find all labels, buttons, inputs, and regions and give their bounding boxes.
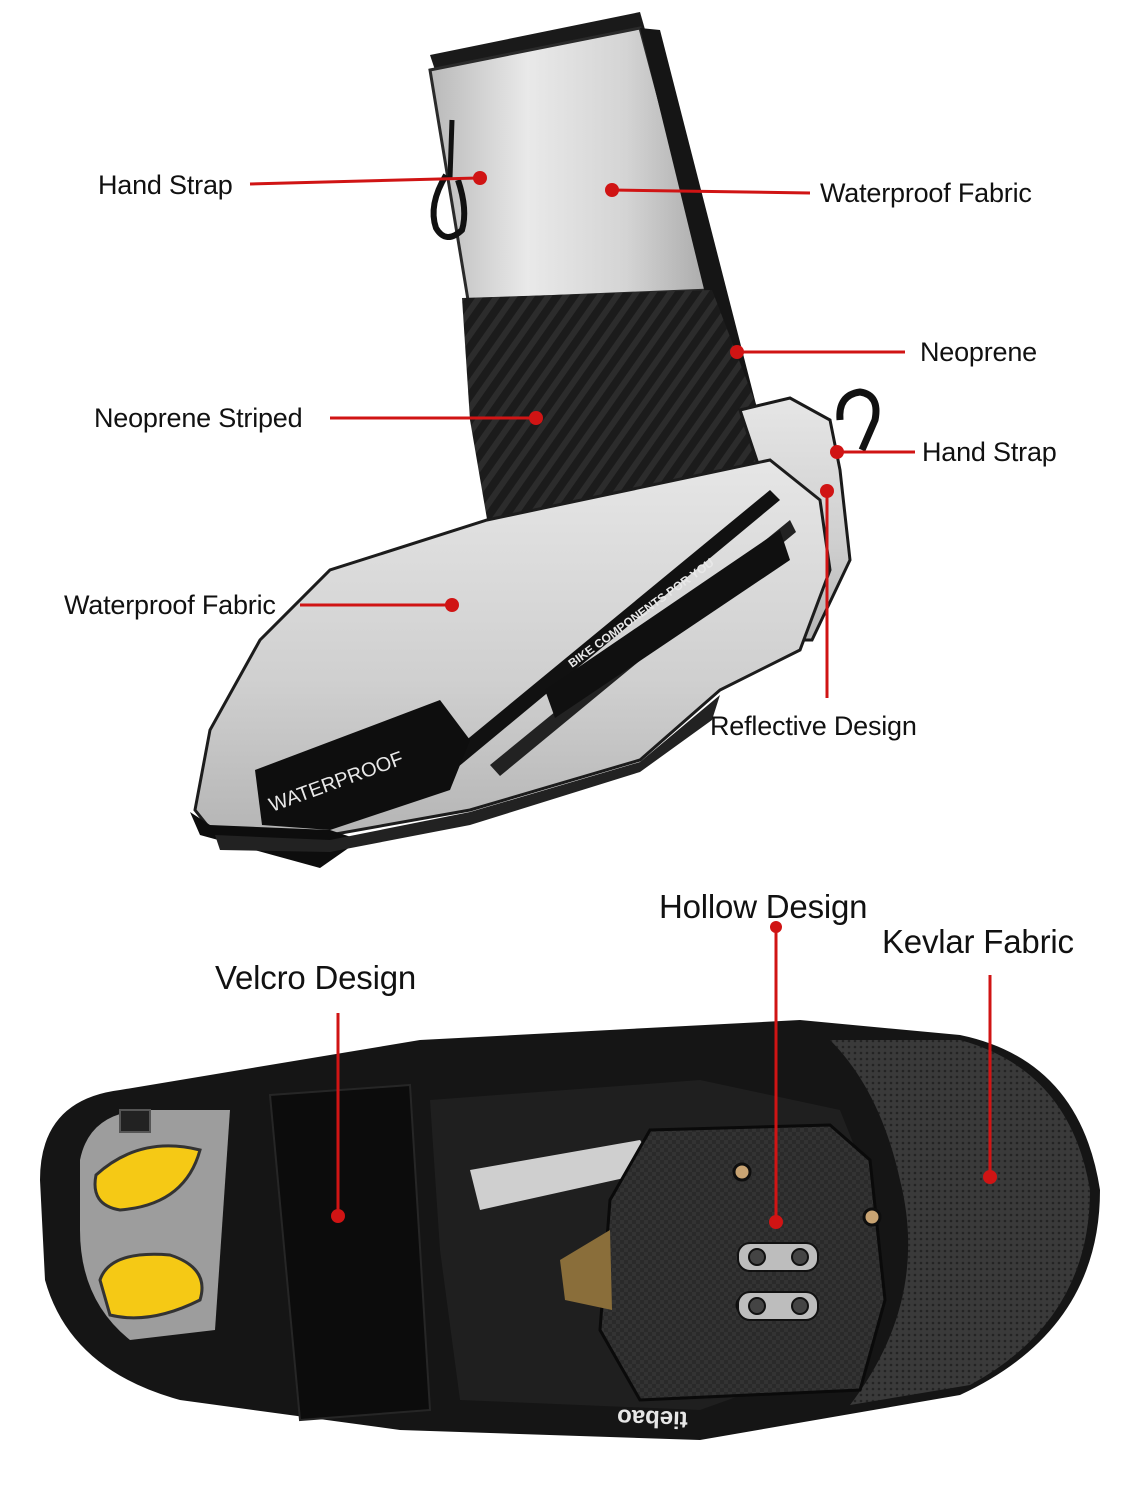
label-neoprene: Neoprene	[920, 337, 1037, 367]
brand-print: tiebao	[617, 1404, 689, 1433]
label-reflective-design: Reflective Design	[710, 711, 917, 741]
label-waterproof-fabric-toe: Waterproof Fabric	[64, 590, 276, 620]
side-view-overshoe: WATERPROOF BIKE COMPONENTS POR YOU	[190, 12, 880, 868]
label-waterproof-fabric-top: Waterproof Fabric	[820, 178, 1032, 208]
label-kevlar-fabric: Kevlar Fabric	[882, 923, 1074, 960]
label-neoprene-striped: Neoprene Striped	[94, 403, 303, 433]
label-velcro-design: Velcro Design	[215, 959, 417, 996]
label-hand-strap-heel: Hand Strap	[922, 437, 1057, 467]
sole-view-overshoe: tiebao	[40, 1020, 1100, 1440]
label-hollow-design: Hollow Design	[659, 888, 868, 925]
callout-markers	[249, 171, 997, 1229]
label-hand-strap-top: Hand Strap	[98, 170, 233, 200]
